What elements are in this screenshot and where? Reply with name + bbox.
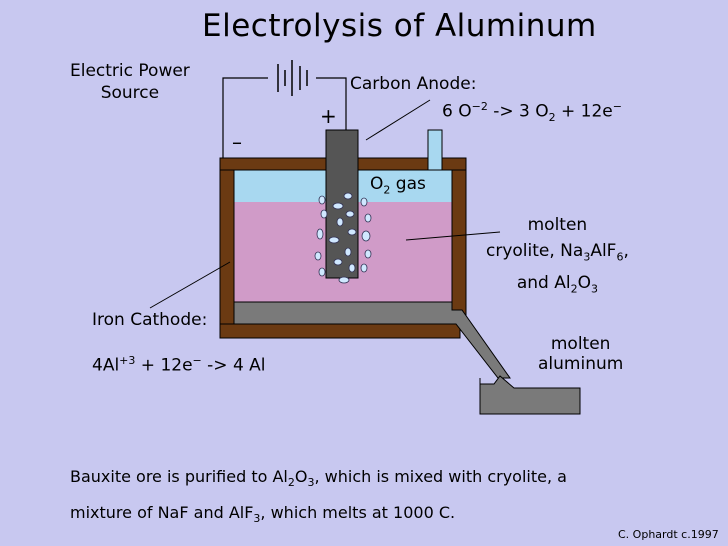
cap1-sub2: 3 xyxy=(307,476,315,490)
caption-line2: mixture of NaF and AlF3, which melts at … xyxy=(70,498,567,534)
cap1-c: , which is mixed with cryolite, a xyxy=(314,467,567,486)
alum-line1: molten xyxy=(550,334,611,354)
cathode-eq-c: -> 4 Al xyxy=(201,355,266,376)
molten2-a: cryolite, Na xyxy=(486,241,584,261)
molten-line2: cryolite, Na3AlF6, xyxy=(486,238,629,270)
gas-main: O xyxy=(370,174,384,194)
molten-line3: and Al2O3 xyxy=(486,270,629,302)
leader-lines xyxy=(149,99,501,309)
minus-terminal-label: – xyxy=(232,130,242,154)
molten3-b: O xyxy=(577,273,591,294)
cap2-sub: 3 xyxy=(253,512,261,526)
power-source-line2: Source xyxy=(100,83,160,103)
molten2-sub2: 6 xyxy=(616,250,624,264)
cap2-a: mixture of NaF and AlF xyxy=(70,503,254,523)
gas-outlet-pipe xyxy=(427,129,443,171)
molten2-c: , xyxy=(623,241,629,261)
cap1-a: Bauxite ore is purified to Al xyxy=(70,467,288,486)
caption-line1: Bauxite ore is purified to Al2O3, which … xyxy=(70,462,567,498)
cathode-eq-charge: +3 xyxy=(119,354,136,367)
cap2-b: , which melts at 1000 C. xyxy=(260,503,456,523)
carbon-anode-label: Carbon Anode: xyxy=(350,74,477,94)
oxygen-gas-label: O2 gas xyxy=(370,174,426,196)
cathode-equation: 4Al+3 + 12e− -> 4 Al xyxy=(92,354,266,376)
cap1-b: O xyxy=(294,467,308,486)
molten-cryolite-label: molten cryolite, Na3AlF6, and Al2O3 xyxy=(486,212,629,303)
cathode-eq-b: + 12e xyxy=(135,355,193,376)
anode-eq-charge: −2 xyxy=(471,100,488,113)
gas-end: gas xyxy=(390,174,426,194)
page-title: Electrolysis of Aluminum xyxy=(202,8,597,44)
molten2-sub1: 3 xyxy=(583,250,591,264)
molten-aluminum xyxy=(233,301,581,415)
anode-eq-coef: 6 O xyxy=(442,101,472,122)
alum-line2: aluminum xyxy=(538,354,624,374)
caption: Bauxite ore is purified to Al2O3, which … xyxy=(70,462,567,534)
molten-aluminum-label: molten aluminum xyxy=(538,334,623,374)
anode-eq-e-sup: − xyxy=(612,100,622,113)
anode-eq-mid: -> 3 O xyxy=(487,101,549,122)
cathode-eq-a: 4Al xyxy=(92,355,120,376)
molten3-a: and Al xyxy=(516,273,571,294)
molten-line1: molten xyxy=(527,215,588,235)
battery-icon xyxy=(277,60,308,96)
power-source-line1: Electric Power xyxy=(70,61,190,81)
cap1-sub1: 2 xyxy=(287,476,295,490)
power-source-label: Electric Power Source xyxy=(70,60,190,104)
molten2-b: AlF xyxy=(590,241,617,261)
oxygen-bubbles xyxy=(314,192,372,284)
molten3-sub2: 3 xyxy=(591,282,598,296)
anode-eq-end: + 12e xyxy=(555,101,613,122)
iron-cathode-label: Iron Cathode: xyxy=(92,310,208,330)
cathode-eq-e-sup: − xyxy=(192,354,202,367)
molten3-sub1: 2 xyxy=(570,282,578,296)
anode-equation: 6 O−2 -> 3 O2 + 12e− xyxy=(442,100,622,124)
credit-text: C. Ophardt c.1997 xyxy=(618,528,719,541)
plus-terminal-label: + xyxy=(320,104,337,128)
circuit-wires xyxy=(222,77,347,160)
anode-eq-sub: 2 xyxy=(548,111,556,125)
gas-sub: 2 xyxy=(383,183,391,197)
